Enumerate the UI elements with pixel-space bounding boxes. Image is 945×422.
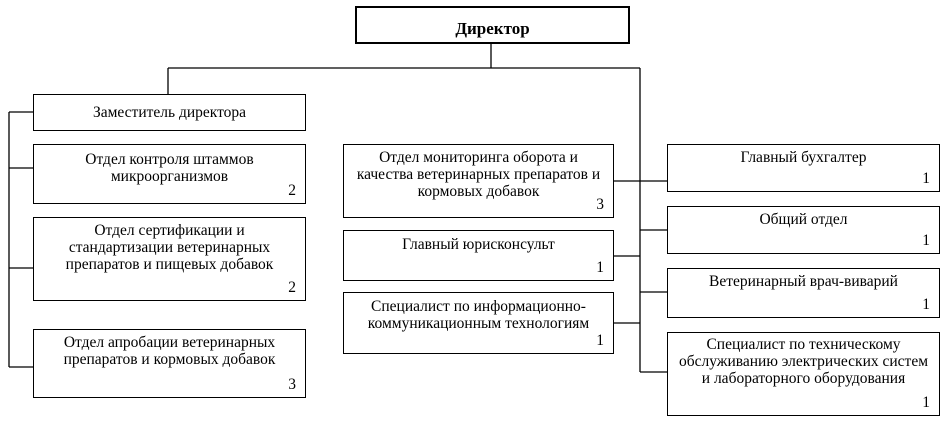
chief-accountant-title: Главный бухгалтер <box>740 149 867 166</box>
chief-legal-counsel-box: Главный юрисконсульт 1 <box>343 230 614 281</box>
approbation-dept-count: 3 <box>288 376 296 393</box>
general-dept-title: Общий отдел <box>759 211 848 228</box>
director-title: Директор <box>455 19 530 38</box>
monitoring-dept-count: 3 <box>596 196 604 213</box>
vivarium-vet-title: Ветеринарный врач-виварий <box>709 273 898 290</box>
chief-legal-counsel-count: 1 <box>596 259 604 276</box>
ict-specialist-title: Специалист по информационно-коммуникацио… <box>367 298 590 332</box>
vivarium-vet-box: Ветеринарный врач-виварий 1 <box>667 268 940 318</box>
deputy-director-box: Заместитель директора <box>33 94 306 131</box>
certification-dept-count: 2 <box>288 279 296 296</box>
chief-accountant-count: 1 <box>922 170 930 187</box>
chief-accountant-box: Главный бухгалтер 1 <box>667 144 940 192</box>
chief-legal-counsel-title: Главный юрисконсульт <box>402 236 555 253</box>
vivarium-vet-count: 1 <box>922 296 930 313</box>
strain-control-dept-count: 2 <box>288 182 296 199</box>
general-dept-box: Общий отдел 1 <box>667 206 940 254</box>
deputy-director-title: Заместитель директора <box>92 104 247 121</box>
maintenance-specialist-count: 1 <box>922 394 930 411</box>
ict-specialist-box: Специалист по информационно-коммуникацио… <box>343 292 614 354</box>
general-dept-count: 1 <box>922 232 930 249</box>
ict-specialist-count: 1 <box>596 332 604 349</box>
director-box: Директор <box>355 6 630 44</box>
